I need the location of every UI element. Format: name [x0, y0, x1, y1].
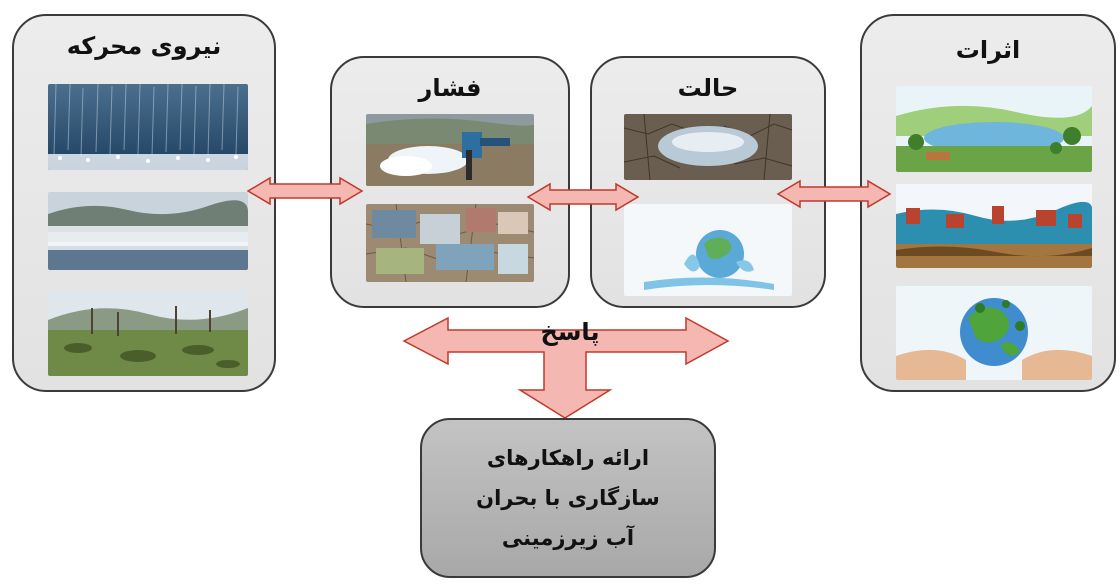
- panel-impacts-title: اثرات: [955, 36, 1021, 64]
- water-collage-photo: [366, 204, 534, 282]
- panel-pressure: فشار: [330, 56, 570, 308]
- panel-pressure-title: فشار: [418, 74, 482, 102]
- fog-photo: [48, 192, 248, 270]
- panel-driving-force: نیروی محرکه: [12, 14, 276, 392]
- pollution-photo: [896, 184, 1092, 268]
- rain-photo: [48, 84, 248, 170]
- response-label: پاسخ: [540, 318, 600, 346]
- response-arrow: [402, 316, 730, 419]
- result-line-1: ارائه راهکارهای: [486, 446, 650, 470]
- ecosystem-photo: [896, 86, 1092, 172]
- panel-driving-force-title: نیروی محرکه: [66, 32, 222, 60]
- panel-state: حالت: [590, 56, 826, 308]
- panel-state-title: حالت: [677, 74, 739, 102]
- hands-globe-photo: [896, 286, 1092, 380]
- result-line-3: آب زیرزمینی: [501, 526, 635, 550]
- degraded-land-photo: [48, 290, 248, 376]
- result-line-2: سازگاری با بحران: [476, 486, 660, 510]
- double-arrow-state-impacts: [776, 179, 892, 209]
- water-earth-photo: [624, 204, 792, 296]
- double-arrow-driving-pressure: [246, 176, 364, 206]
- panel-impacts: اثرات: [860, 14, 1116, 392]
- result-box: ارائه راهکارهای سازگاری با بحران آب زیرز…: [420, 418, 716, 578]
- dry-lake-photo: [624, 114, 792, 180]
- pump-photo: [366, 114, 534, 186]
- double-arrow-pressure-state: [526, 182, 640, 212]
